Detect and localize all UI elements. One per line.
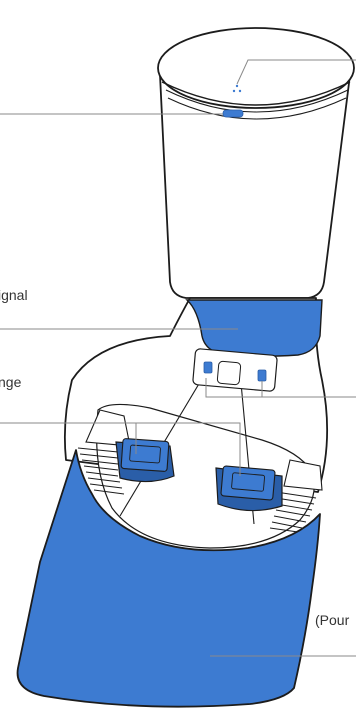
wheel-pad-left (116, 438, 174, 481)
contact-left (204, 362, 212, 373)
dust-bag-label: (Pour (315, 612, 349, 628)
signal-zone-label: ignal (0, 287, 28, 303)
contact-right (258, 370, 266, 381)
charging-contacts-label: nge (0, 374, 21, 390)
station-lid (158, 28, 354, 108)
wheel-pad-right (216, 466, 282, 511)
contact-panel-center (217, 361, 241, 385)
status-light (223, 110, 243, 117)
